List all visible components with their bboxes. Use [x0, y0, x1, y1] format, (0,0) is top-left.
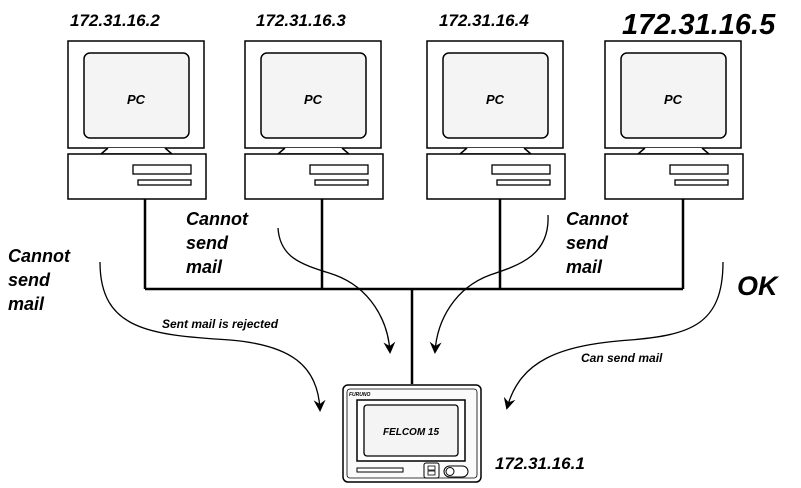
mid-right-arrow: [429, 214, 549, 354]
pc1-screen-label: PC: [127, 92, 146, 107]
pc-1: PC: [67, 40, 207, 200]
felcom-screen-label: FELCOM 15: [383, 427, 440, 438]
lan-bus: [143, 199, 685, 384]
pc3-ip-label: 172.31.16.4: [439, 11, 529, 30]
sent-mail-rejected-label: Sent mail is rejected: [162, 317, 279, 331]
rejected-mail-arrow: [99, 261, 326, 412]
cannot-send-mail-mid-right: Cannot send mail: [566, 209, 633, 277]
pc1-ip-label: 172.31.16.2: [70, 11, 160, 30]
cannot-send-mail-mid-left: Cannot send mail: [186, 209, 253, 277]
pc-2: PC: [244, 40, 384, 200]
pc-3: PC: [426, 40, 566, 200]
pc2-ip-label: 172.31.16.3: [256, 11, 346, 30]
ok-label: OK: [737, 271, 780, 301]
felcom-15-terminal: FURUNO FELCOM 15: [342, 384, 482, 483]
furuno-brand-label: FURUNO: [349, 392, 370, 398]
ok-arrow: [503, 261, 724, 410]
can-send-mail-label: Can send mail: [581, 351, 663, 365]
felcom-knob-icon: [423, 462, 440, 479]
mid-left-arrow: [277, 227, 396, 354]
felcom-ip-label: 172.31.16.1: [495, 454, 585, 473]
pc-4: PC: [604, 40, 744, 200]
pc4-ip-label: 172.31.16.5: [622, 9, 776, 41]
pc2-screen-label: PC: [304, 92, 323, 107]
pc3-screen-label: PC: [486, 92, 505, 107]
cannot-send-mail-left: Cannot send mail: [8, 246, 75, 314]
pc4-screen-label: PC: [664, 92, 683, 107]
